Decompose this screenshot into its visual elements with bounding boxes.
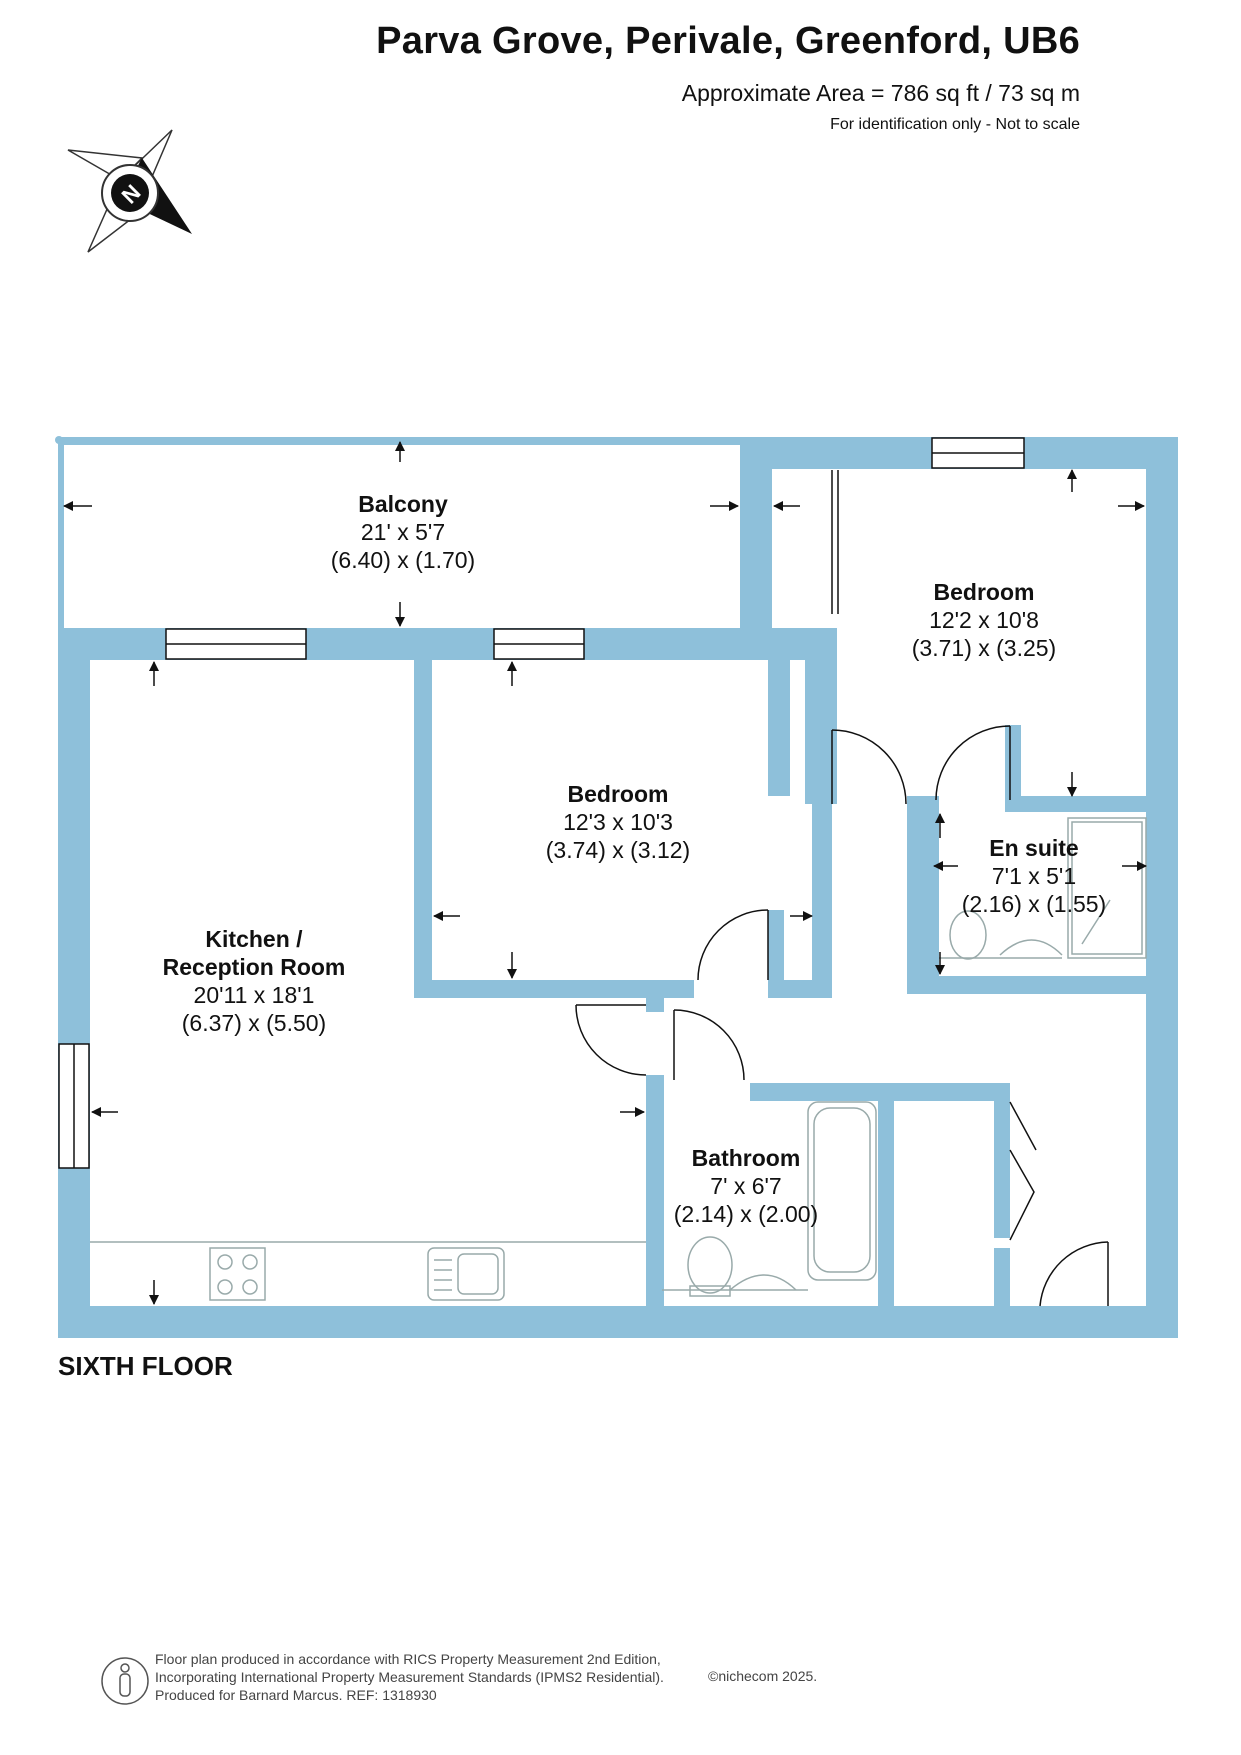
approximate-area: Approximate Area = 786 sq ft / 73 sq m — [681, 80, 1080, 106]
property-title: Parva Grove, Perivale, Greenford, UB6 — [376, 20, 1080, 62]
room-balcony: Balcony 21' x 5'7 (6.40) x (1.70) — [330, 491, 476, 573]
walls — [58, 437, 1178, 1338]
fixtures — [90, 817, 1147, 1301]
dimension-arrows — [63, 441, 1147, 1305]
floor-label: SIXTH FLOOR — [58, 1351, 233, 1381]
room-kitchen-reception: Kitchen / Reception Room 20'11 x 18'1 (6… — [162, 926, 346, 1036]
room-bedroom-1: Bedroom 12'3 x 10'3 (3.74) x (3.12) — [545, 781, 691, 863]
doors — [575, 470, 1109, 1307]
scale-note: For identification only - Not to scale — [830, 116, 1080, 133]
windows — [58, 437, 1025, 1169]
copyright: ©nichecom 2025. — [708, 1668, 818, 1684]
room-bathroom: Bathroom 7' x 6'7 (2.14) x (2.00) — [673, 1145, 819, 1227]
compass-icon: N — [67, 129, 192, 253]
room-bedroom-2: Bedroom 12'2 x 10'8 (3.71) x (3.25) — [911, 579, 1057, 661]
footer-text: Floor plan produced in accordance with R… — [155, 1651, 664, 1703]
room-en-suite: En suite 7'1 x 5'1 (2.16) x (1.55) — [961, 835, 1107, 917]
info-person-icon — [101, 1657, 149, 1705]
